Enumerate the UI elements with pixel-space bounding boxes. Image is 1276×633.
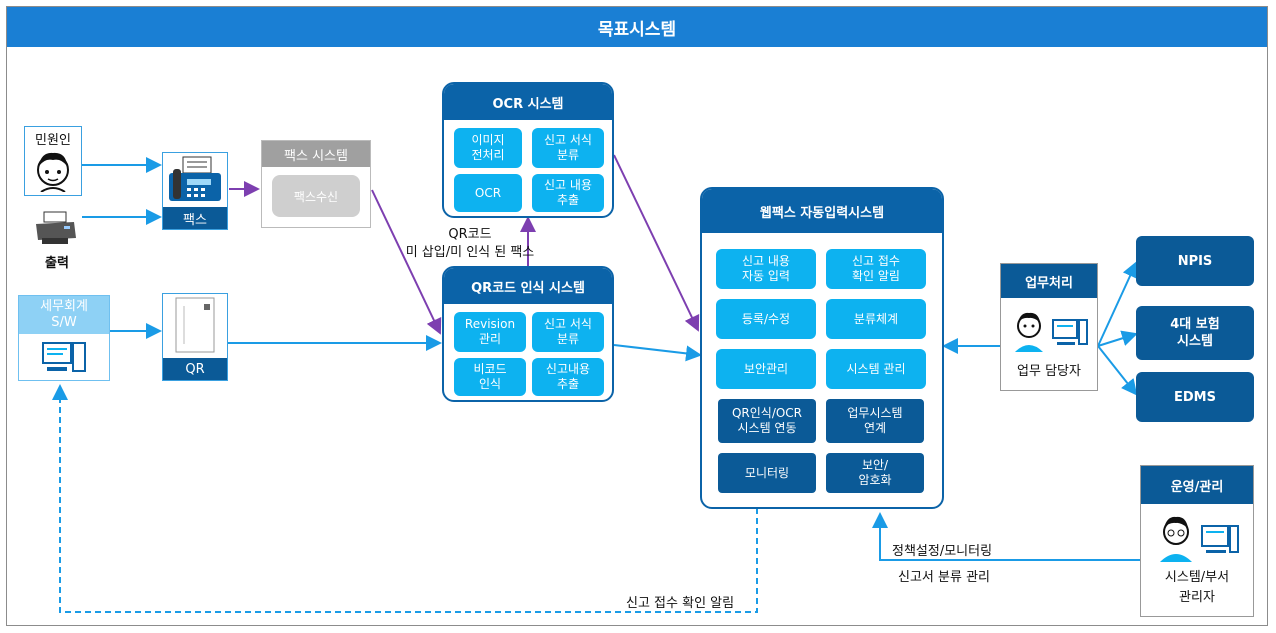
work-title: 업무처리 (1001, 264, 1097, 298)
arrow-qrsystem-webfax (613, 344, 702, 362)
worker-icon (1015, 312, 1088, 352)
arrow-work-npis (1097, 261, 1138, 347)
webfax-item-auto-input: 신고 내용 자동 입력 (716, 249, 816, 289)
external-npis: NPIS (1136, 236, 1254, 286)
webfax-system: 웹팩스 자동입력시스템 신고 내용 자동 입력 신고 접수 확인 알림 등록/수… (700, 187, 944, 509)
fax-system: 팩스 시스템 팩스수신 (261, 140, 371, 228)
edge-label-classify: 신고서 분류 관리 (898, 570, 990, 585)
tax-sw-label: 세무회계 S/W (19, 296, 109, 334)
webfax-item-ocr-link: QR인식/OCR 시스템 연동 (718, 399, 816, 443)
webfax-item-taxonomy: 분류체계 (826, 299, 926, 339)
qr-item-extract: 신고내용 추출 (532, 358, 604, 396)
webfax-item-system-admin: 시스템 관리 (826, 349, 926, 389)
printer-icon (36, 211, 76, 244)
edge-label-policy: 정책설정/모니터링 (892, 544, 993, 559)
qr-note-label: QR코드 미 삽입/미 인식 된 팩스 (405, 227, 535, 260)
person-icon (37, 152, 69, 192)
qr-item-barcode: 비코드 인식 (454, 358, 526, 396)
webfax-item-security: 보안관리 (716, 349, 816, 389)
work-person: 업무 담당자 (1017, 364, 1081, 379)
computer-icon (42, 342, 86, 372)
print-label: 출력 (45, 256, 69, 271)
diagram-frame (6, 6, 1268, 626)
arrow-ops-webfax (872, 512, 1140, 561)
webfax-system-title: 웹팩스 자동입력시스템 (702, 189, 942, 233)
document-icon (175, 297, 215, 353)
ocr-item-classify: 신고 서식 분류 (532, 128, 604, 168)
external-edms: EDMS (1136, 372, 1254, 422)
fax-system-title: 팩스 시스템 (262, 141, 370, 167)
webfax-item-monitoring: 모니터링 (718, 453, 816, 493)
qr-system-title: QR코드 인식 시스템 (444, 268, 612, 304)
fax-label: 팩스 (163, 207, 227, 229)
arrow-ocr-webfax (613, 154, 700, 332)
arrow-faxsystem-qrsystem (371, 189, 442, 335)
qr-label: QR (163, 358, 227, 380)
qr-box: QR (162, 293, 228, 381)
webfax-item-work-link: 업무시스템 연계 (826, 399, 924, 443)
ocr-item-extract: 신고 내용 추출 (532, 174, 604, 212)
citizen-label: 민원인 (35, 133, 71, 148)
diagram-title: 목표시스템 (7, 7, 1267, 47)
webfax-item-encryption: 보안/ 암호화 (826, 453, 924, 493)
arrow-work-edms (1097, 345, 1138, 396)
citizen-box: 민원인 (24, 126, 82, 196)
admin-icon (1160, 516, 1239, 562)
ocr-system: OCR 시스템 이미지 전처리 신고 서식 분류 OCR 신고 내용 추출 (442, 82, 614, 218)
fax-icon (169, 156, 221, 201)
ocr-item-ocr: OCR (454, 174, 522, 212)
tax-sw-box: 세무회계 S/W (18, 295, 110, 381)
fax-box: 팩스 (162, 152, 228, 230)
arrow-work-insurance (1097, 330, 1138, 347)
qr-system: QR코드 인식 시스템 Revision 관리 신고 서식 분류 비코드 인식 … (442, 266, 614, 402)
qr-item-revision: Revision 관리 (454, 312, 526, 352)
arrow-notify-sw (52, 384, 758, 613)
ocr-item-preprocess: 이미지 전처리 (454, 128, 522, 168)
ops-box: 운영/관리 시스템/부서 관리자 (1140, 465, 1254, 617)
ocr-system-title: OCR 시스템 (444, 84, 612, 120)
qr-item-classify: 신고 서식 분류 (532, 312, 604, 352)
ops-title: 운영/관리 (1141, 466, 1253, 504)
webfax-item-receipt-notify: 신고 접수 확인 알림 (826, 249, 926, 289)
webfax-item-register: 등록/수정 (716, 299, 816, 339)
ops-person: 시스템/부서 관리자 (1164, 570, 1230, 605)
fax-receive-item: 팩스수신 (272, 175, 360, 217)
external-insurance: 4대 보험 시스템 (1136, 306, 1254, 360)
edge-label-notify: 신고 접수 확인 알림 (626, 596, 735, 611)
work-box: 업무처리 업무 담당자 (1000, 263, 1098, 391)
